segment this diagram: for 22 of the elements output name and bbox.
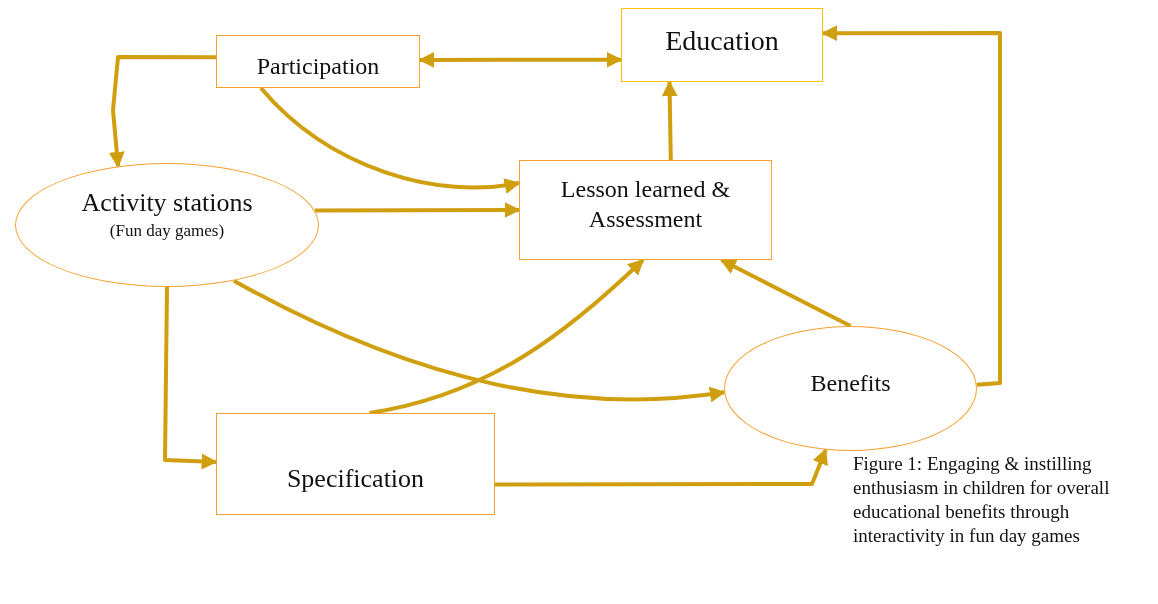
arrow [720, 258, 852, 328]
node-label: Education [665, 23, 779, 58]
arrow [369, 258, 645, 415]
arrow [108, 55, 216, 168]
node-label: Activity stations [81, 187, 253, 220]
process-box [216, 413, 495, 515]
process-box [216, 35, 420, 88]
node-label: Benefits [810, 368, 891, 398]
node-label: Lesson learned & Assessment [559, 175, 732, 234]
arrow [314, 202, 521, 219]
process-box [621, 8, 823, 82]
node-label: Participation [256, 51, 380, 81]
arrow [163, 286, 218, 470]
process-box [519, 160, 772, 260]
figure-caption: Figure 1: Engaging & instilling enthusiasm in children for overall educational benefits through interactivity in fun day games [853, 452, 1111, 548]
arrow [232, 278, 726, 402]
node-label: Specification [286, 462, 425, 495]
arrow [661, 80, 678, 161]
arrow [259, 86, 521, 194]
arrow [821, 25, 1002, 387]
arrow [418, 51, 623, 68]
node-subtitle: (Fun day games) [109, 219, 225, 241]
